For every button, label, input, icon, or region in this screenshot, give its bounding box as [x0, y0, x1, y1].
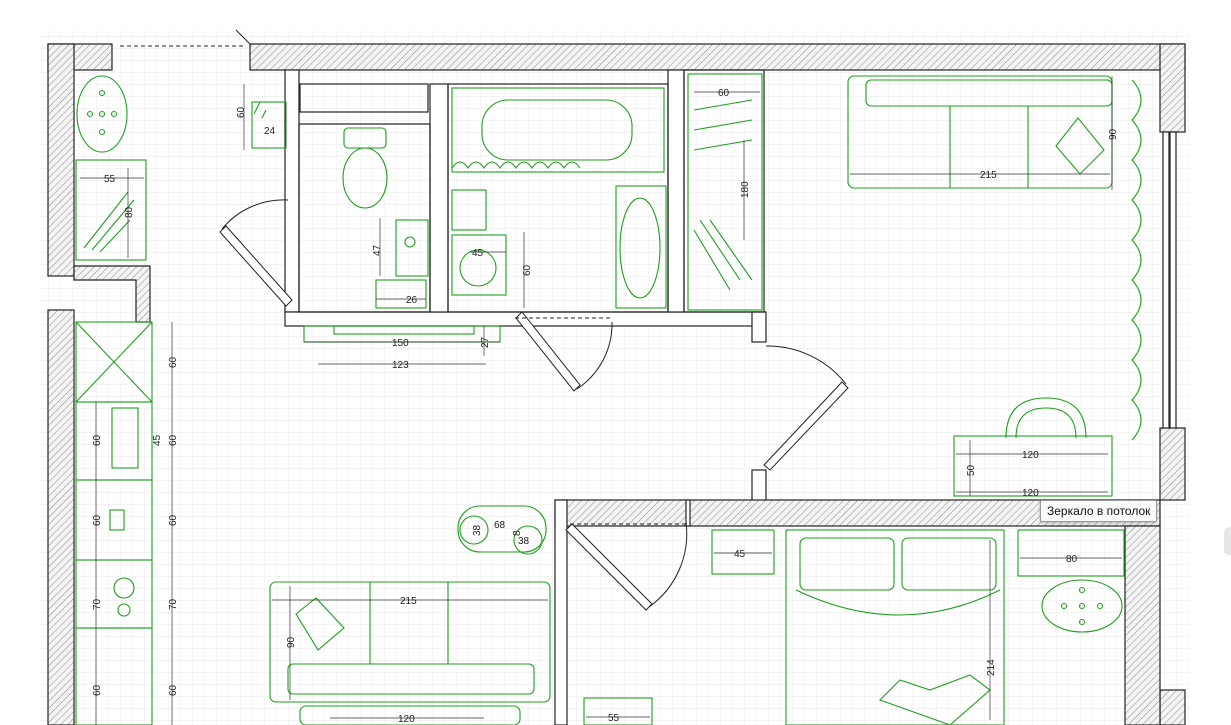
wc-sink — [395, 219, 429, 277]
bath-sink — [615, 185, 667, 309]
dim-215-top: 215 — [980, 170, 997, 181]
scroll-edge-indicator — [1224, 527, 1231, 555]
dim-123: 123 — [392, 360, 409, 371]
furniture — [75, 73, 1142, 725]
dim-60-bath: 60 — [522, 264, 533, 276]
dim-214: 214 — [986, 659, 997, 676]
doors — [111, 29, 849, 611]
desk — [953, 435, 1113, 497]
dim-60-k7: 60 — [168, 684, 179, 696]
bottom-cabinet — [583, 697, 653, 725]
dim-55-bottom: 55 — [608, 713, 620, 724]
dim-215-sofa: 215 — [400, 596, 417, 607]
dim-60-k5: 60 — [168, 514, 179, 526]
dim-120-table: 120 — [398, 714, 415, 725]
background-grid — [40, 30, 1190, 725]
cabinet-left — [75, 159, 147, 261]
dim-180: 180 — [740, 181, 751, 198]
dim-47: 47 — [372, 244, 383, 256]
laundry-shelf — [451, 189, 487, 231]
dining-table — [76, 75, 128, 153]
dim-60-k4: 60 — [92, 514, 103, 526]
nightstand-right — [1017, 529, 1125, 577]
dim-45-night: 45 — [734, 549, 746, 560]
dim-70-k2: 70 — [168, 598, 179, 610]
hall-shelf — [251, 101, 287, 149]
washing-machine — [451, 234, 507, 296]
dim-80-cab: 80 — [124, 206, 135, 218]
dim-45-k: 45 — [152, 434, 163, 446]
dim-120-desk2: 120 — [1022, 488, 1039, 499]
kitchen-cabinet — [75, 627, 153, 725]
bed — [785, 529, 1005, 725]
dim-60-k3: 60 — [168, 434, 179, 446]
dim-38a: 38 — [472, 524, 483, 536]
dim-60-k1: 60 — [168, 356, 179, 368]
dim-8: 8 — [512, 530, 523, 536]
dim-70-k1: 70 — [92, 598, 103, 610]
curtain — [1131, 79, 1142, 441]
dim-27: 27 — [480, 336, 491, 348]
dim-68: 68 — [494, 520, 506, 531]
dim-80-right: 80 — [1066, 554, 1078, 565]
dim-55-cab: 55 — [104, 174, 116, 185]
dim-150: 150 — [392, 338, 409, 349]
dim-60-wardrobe: 60 — [718, 88, 730, 99]
desk-chair — [1005, 397, 1087, 439]
dim-26: 26 — [406, 295, 418, 306]
dimension-labels: 60 24 55 80 47 26 45 60 150 27 123 60 18… — [92, 88, 1119, 725]
wc-cabinet — [375, 279, 427, 309]
dim-60-k6: 60 — [92, 684, 103, 696]
side-table — [1041, 579, 1123, 633]
sofa-living — [269, 581, 551, 703]
nightstand-left — [711, 529, 775, 575]
dim-120-desk: 120 — [1022, 450, 1039, 461]
dim-60-k2: 60 — [92, 434, 103, 446]
dim-24: 24 — [264, 126, 276, 137]
wardrobe — [687, 73, 763, 311]
dim-60-cab-top: 60 — [236, 106, 247, 118]
dim-90-top: 90 — [1108, 128, 1119, 140]
dim-38b: 38 — [518, 536, 530, 547]
bathtub — [451, 87, 665, 173]
ottoman — [457, 505, 547, 553]
mirror-ceiling-tooltip: Зеркало в потолок — [1040, 500, 1158, 522]
dimension-lines — [80, 76, 1122, 725]
dim-90-sofa: 90 — [286, 636, 297, 648]
coffee-table — [299, 705, 521, 725]
dim-50: 50 — [966, 464, 977, 476]
dim-45-bath: 45 — [472, 248, 484, 259]
